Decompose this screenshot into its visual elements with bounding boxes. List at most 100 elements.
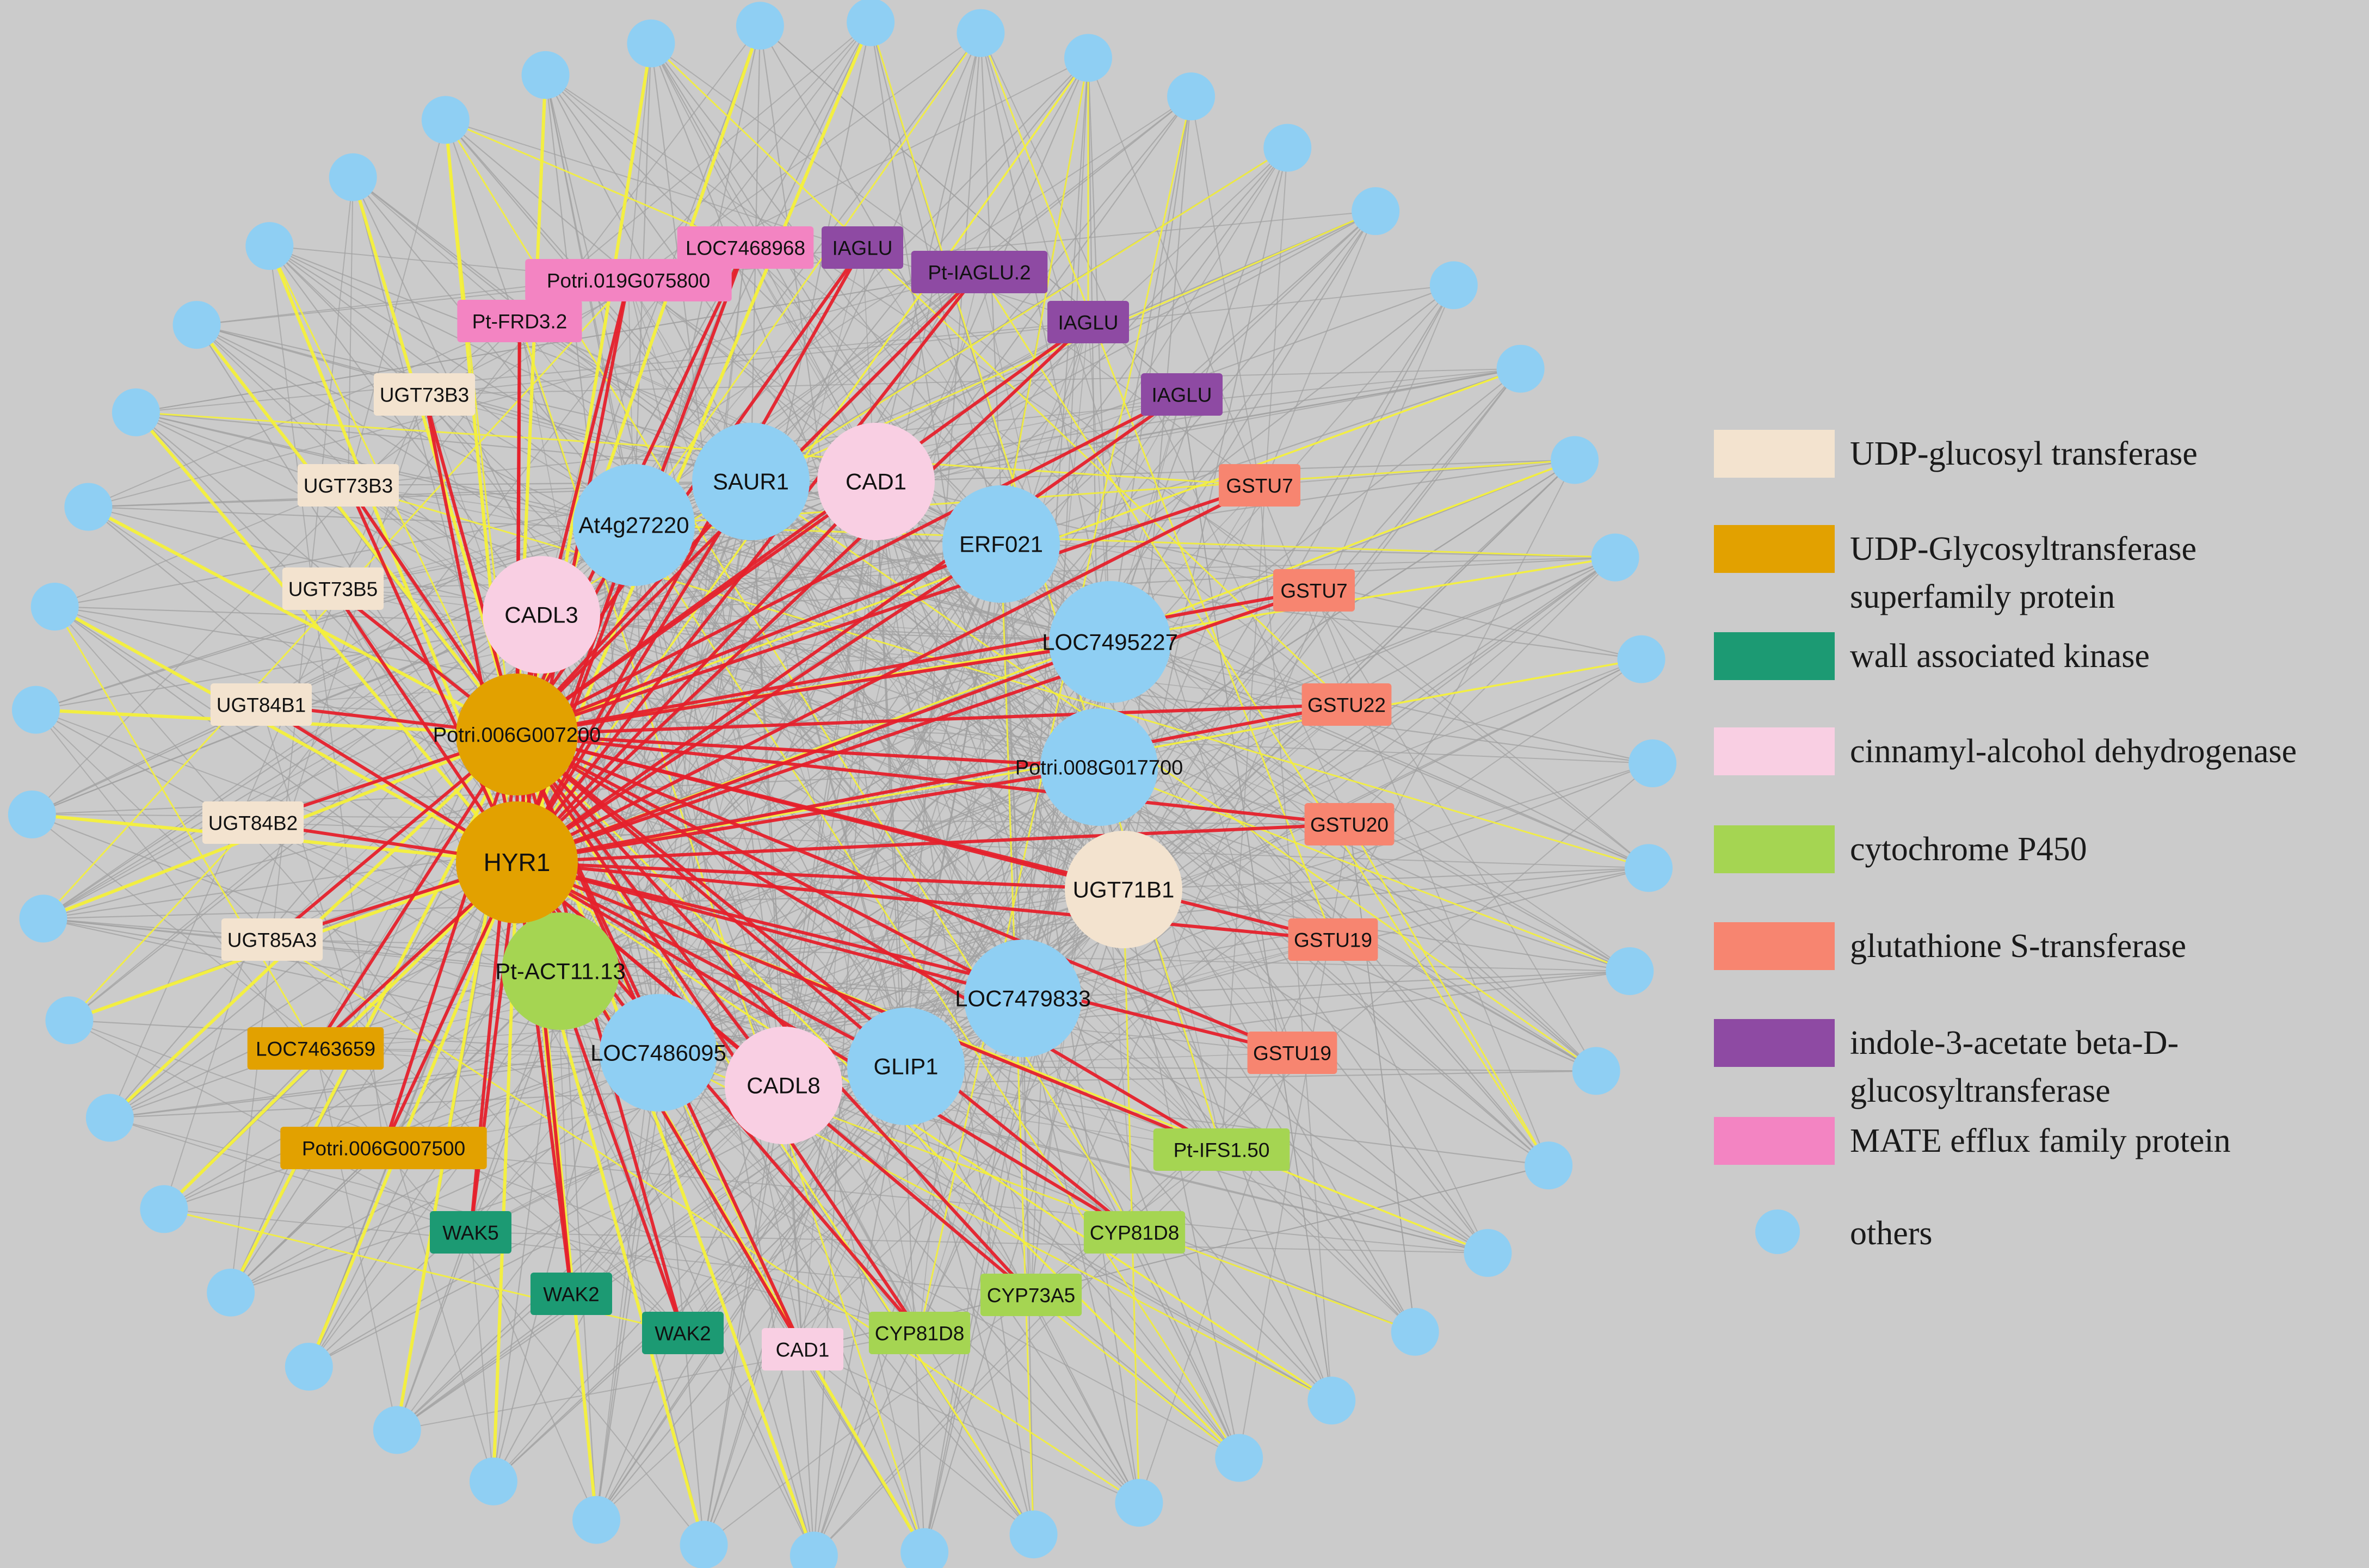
node-box (430, 1211, 511, 1254)
network-edge (1190, 96, 1260, 486)
outer-node (1009, 1510, 1058, 1559)
network-edge (396, 1085, 784, 1431)
network-edge (1087, 58, 1111, 643)
node-box-ugt73b3: UGT73B3 (373, 373, 476, 416)
node-box-wak2: WAK2 (530, 1273, 612, 1315)
node-box (297, 464, 399, 507)
network-edge (750, 481, 1630, 972)
network-edge (1349, 824, 1416, 1332)
network-edge (658, 211, 1377, 1053)
outer-node (847, 0, 895, 46)
node-box-iaglu: IAGLU (822, 226, 903, 269)
network-edge (682, 557, 1616, 1334)
outer-node (329, 153, 377, 201)
node-box-potri-019g075800: Potri.019G075800 (525, 259, 732, 301)
node-label: LOC7468968 (686, 237, 805, 259)
network-edge (348, 120, 446, 486)
network-edge (35, 709, 384, 1149)
node-label: UGT73B3 (304, 474, 393, 497)
outer-node (1628, 739, 1677, 788)
node-circle (483, 556, 600, 674)
node-box-iaglu: IAGLU (1141, 373, 1223, 416)
network-edge (519, 320, 659, 1053)
node-label: Potri.008G017700 (1015, 756, 1183, 779)
node-box (1301, 683, 1392, 726)
node-box-pt-frd3-2: Pt-FRD3.2 (457, 300, 582, 342)
legend-label: UDP-Glycosyltransferase superfamily prot… (1850, 530, 2197, 615)
network-edge (469, 862, 519, 1233)
node-circle (421, 96, 470, 144)
node-label: CAD1 (846, 469, 906, 495)
node-circle (30, 582, 79, 631)
node-circle (600, 994, 717, 1112)
legend-swatch (1755, 1209, 1800, 1254)
network-edge (516, 589, 1315, 864)
node-loc7495227: LOC7495227 (1042, 581, 1178, 703)
node-label: LOC7463659 (256, 1038, 375, 1060)
node-label: Potri.019G075800 (547, 269, 710, 292)
node-circle (789, 1532, 838, 1568)
network-edge (516, 766, 1100, 864)
network-edge (1313, 590, 1597, 1071)
node-label: CYP81D8 (875, 1322, 965, 1344)
node-label: UGT84B1 (217, 694, 306, 716)
network-edge (383, 641, 1111, 1149)
node-box-wak5: WAK5 (430, 1211, 511, 1254)
legend: UDP-glucosyl transferase UDP-Glycosyltra… (1714, 430, 2367, 1279)
node-label: IAGLU (1058, 311, 1118, 334)
network-edge (515, 480, 752, 863)
network-edge (560, 544, 1002, 972)
network-edge (519, 320, 1023, 999)
network-edge (862, 247, 1649, 869)
node-box-ugt84b1: UGT84B1 (210, 683, 312, 726)
legend-swatch (1714, 1019, 1835, 1067)
node-box (210, 683, 312, 726)
outer-node (19, 894, 67, 943)
network-edge (1022, 998, 1034, 1535)
network-edge (516, 703, 1347, 864)
outer-node (1167, 72, 1216, 121)
network-edge (1022, 998, 1489, 1254)
node-circle (573, 464, 695, 586)
node-circle (373, 1406, 421, 1454)
legend-swatch (1714, 430, 1835, 478)
node-circle (1625, 844, 1673, 892)
outer-node (957, 9, 1005, 57)
outer-node (245, 222, 294, 270)
node-circle (692, 423, 810, 540)
network-edge (745, 247, 1002, 545)
node-box-cyp81d8: CYP81D8 (1083, 1211, 1186, 1254)
network-edge (470, 544, 1002, 1233)
legend-swatch (1714, 1117, 1835, 1165)
network-edge (1349, 557, 1616, 825)
node-box (1273, 569, 1355, 612)
outer-node (1525, 1141, 1573, 1190)
node-label: SAUR1 (713, 469, 789, 495)
node-circle (456, 801, 578, 923)
node-circle (847, 0, 895, 46)
node-box (247, 1027, 384, 1070)
network-edge (658, 247, 863, 1053)
outer-node (1352, 187, 1400, 236)
legend-swatch (1714, 922, 1835, 970)
node-circle (329, 153, 377, 201)
network-edge (750, 481, 920, 1334)
network-edge (1348, 824, 1550, 1166)
node-label: Potri.006G007500 (302, 1137, 465, 1159)
node-circle (19, 894, 67, 943)
network-edge (515, 733, 785, 1087)
network-edge (1109, 96, 1192, 643)
node-circle (1551, 436, 1599, 484)
node-box (1219, 464, 1300, 507)
outer-node (469, 1457, 517, 1505)
legend-label: others (1850, 1215, 1933, 1252)
network-edge (516, 480, 877, 736)
outer-node (1496, 344, 1545, 393)
network-edge (347, 484, 519, 863)
outer-node (1591, 533, 1639, 582)
network-edge (545, 75, 1315, 591)
network-edge (353, 177, 520, 322)
node-saur1: SAUR1 (692, 423, 810, 540)
outer-node (900, 1528, 949, 1568)
legend-label: MATE efflux family protein (1850, 1122, 2231, 1159)
